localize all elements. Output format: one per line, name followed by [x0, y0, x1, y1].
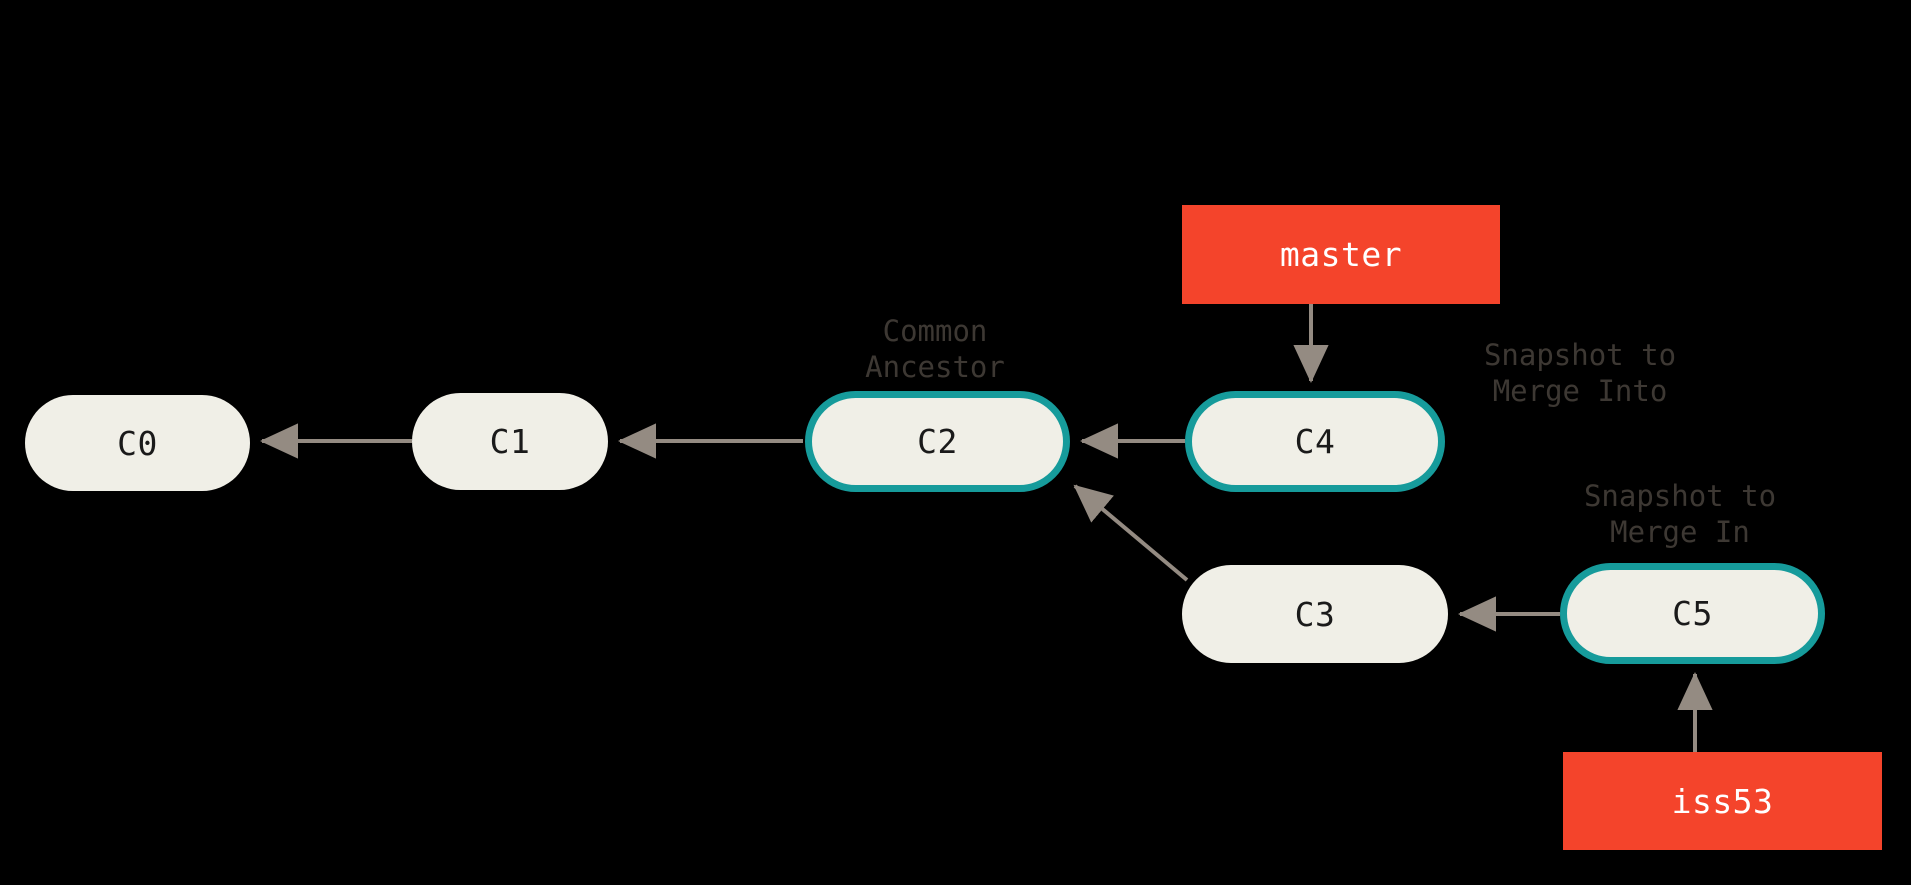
annotation-common-ancestor: Common Ancestor — [865, 314, 1005, 384]
branch-label-master[interactable]: master — [1182, 205, 1500, 304]
branch-label-iss53[interactable]: iss53 — [1563, 752, 1882, 850]
commit-node-c3[interactable]: C3 — [1182, 565, 1448, 663]
branch-label-master-text: master — [1279, 235, 1403, 274]
commit-label-c2: C2 — [917, 422, 958, 461]
commit-node-c4[interactable]: C4 — [1185, 391, 1445, 492]
commit-node-c2[interactable]: C2 — [805, 391, 1070, 492]
annotation-snapshot-to-merge-in: Snapshot to Merge In — [1583, 479, 1777, 549]
branch-label-iss53-text: iss53 — [1671, 781, 1774, 821]
commit-node-c5[interactable]: C5 — [1560, 563, 1825, 664]
commit-label-c3: C3 — [1294, 594, 1336, 634]
commit-label-c4: C4 — [1294, 422, 1336, 461]
annotation-snapshot-to-merge-into: Snapshot to Merge Into — [1483, 338, 1677, 408]
edge-c3-to-c2 — [1073, 484, 1189, 582]
commit-node-c1[interactable]: C1 — [412, 393, 608, 490]
commit-label-c0: C0 — [117, 423, 158, 463]
commit-label-c5: C5 — [1672, 594, 1713, 633]
commit-label-c1: C1 — [489, 422, 531, 461]
commit-node-c0[interactable]: C0 — [25, 395, 250, 491]
